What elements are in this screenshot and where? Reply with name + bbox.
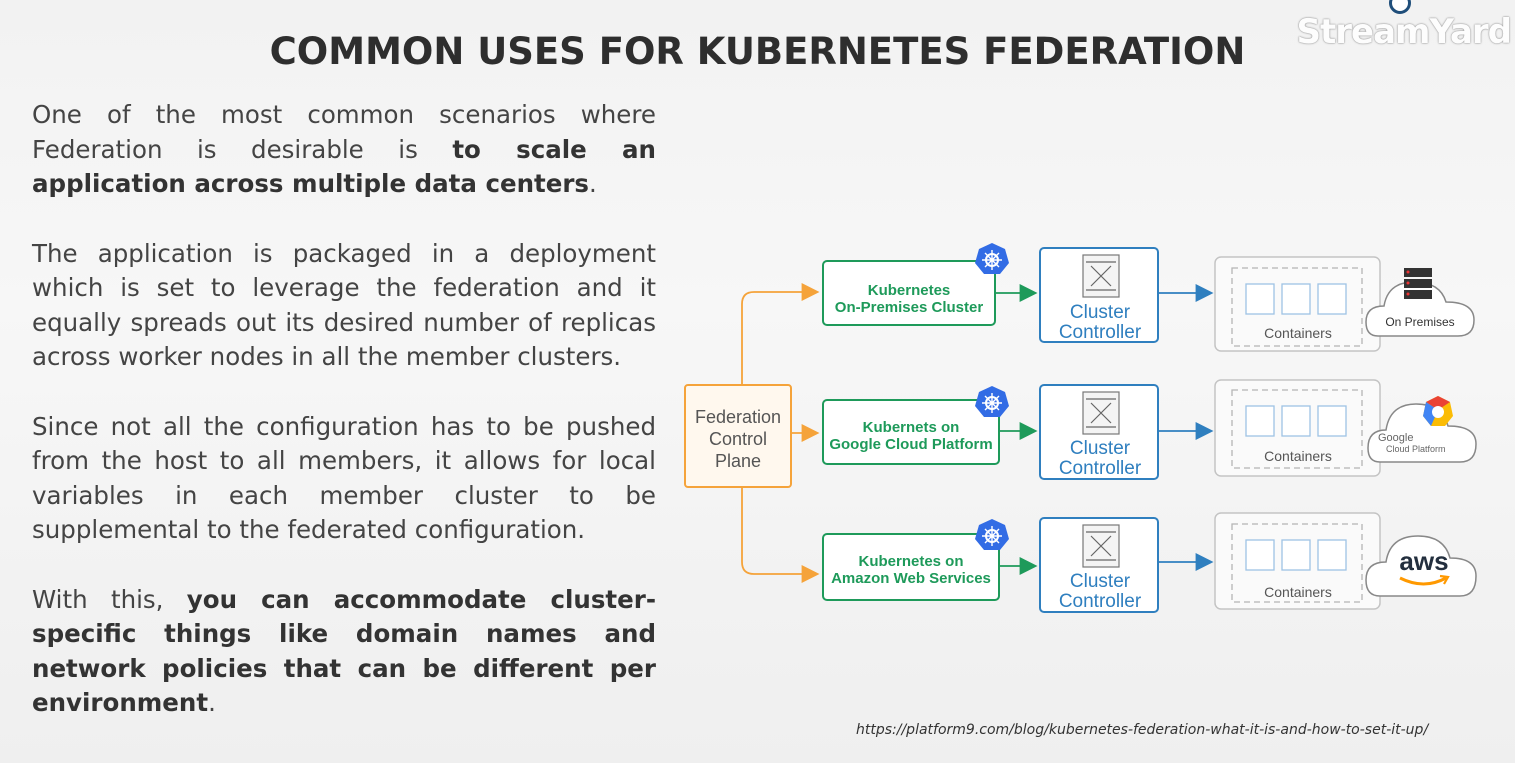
cluster-row-aws: Kubernetes on Amazon Web Services Cluste…	[822, 512, 1477, 613]
cluster-row-gcp: Kubernets on Google Cloud Platform Clust…	[822, 379, 1477, 480]
google-cloud-icon	[1423, 396, 1453, 426]
controller-label-2: Controller	[1059, 458, 1142, 479]
aws-icon: aws	[1399, 546, 1448, 576]
streamyard-logo-icon	[1389, 0, 1411, 14]
container-icon	[1245, 405, 1275, 437]
paragraph-4-emphasis: you can accommodate cluster-specific thi…	[32, 584, 656, 718]
paragraph-4-lead: With this,	[32, 584, 187, 614]
cluster-row-onprem: Kubernetes On-Premises Cluster Cluster C…	[822, 243, 1475, 352]
controller-server-icon	[1082, 391, 1120, 435]
provider-label-bottom: Cloud Platform	[1386, 444, 1446, 454]
streamyard-watermark: StreamYard	[1297, 12, 1512, 52]
server-icon	[1404, 268, 1432, 277]
kubernetes-icon	[975, 386, 1009, 417]
container-icon	[1317, 405, 1347, 437]
paragraph-4-end: .	[208, 688, 216, 717]
k8s-cluster-box	[822, 399, 1000, 465]
control-plane-label-2: Control	[709, 429, 767, 449]
containers-group	[1231, 523, 1363, 603]
google-cloud-cloud-icon: Google Cloud Platform	[1367, 396, 1477, 463]
k8s-cluster-label-2: Amazon Web Services	[831, 570, 991, 587]
provider-label: On Premises	[1385, 315, 1454, 329]
controller-label-2: Controller	[1059, 322, 1142, 343]
containers-group	[1231, 389, 1363, 469]
source-url: https://platform9.com/blog/kubernetes-fe…	[856, 722, 1429, 738]
body-text: One of the most common scenarios where F…	[32, 98, 656, 756]
kubernetes-icon	[975, 243, 1009, 274]
control-plane-label-1: Federation	[695, 407, 781, 427]
container-icon	[1245, 539, 1275, 571]
container-icon	[1281, 283, 1311, 315]
k8s-cluster-label-2: Google Cloud Platform	[829, 436, 992, 453]
controller-server-icon	[1082, 254, 1120, 298]
aws-smile-icon	[1399, 576, 1447, 586]
containers-group	[1231, 267, 1363, 347]
control-plane-label-3: Plane	[715, 451, 761, 471]
k8s-cluster-label-1: Kubernets on	[863, 419, 960, 436]
provider-label-top: Google	[1378, 432, 1413, 444]
paragraph-3: Since not all the configuration has to b…	[32, 411, 656, 545]
controller-label-1: Cluster	[1070, 438, 1131, 459]
arrow-plane-to-aws	[741, 487, 820, 583]
controller-label-2: Controller	[1059, 591, 1142, 612]
container-icon	[1281, 405, 1311, 437]
paragraph-4: With this, you can accommodate cluster-s…	[32, 583, 656, 721]
control-plane-box	[684, 384, 792, 488]
k8s-cluster-label-1: Kubernetes on	[858, 553, 963, 570]
controller-label-1: Cluster	[1070, 571, 1131, 592]
container-icon	[1317, 283, 1347, 315]
on-premises-cloud-icon: On Premises	[1365, 268, 1475, 337]
paragraph-2: The application is packaged in a deploym…	[32, 238, 656, 372]
k8s-cluster-box	[822, 533, 1000, 601]
paragraph-1-emphasis: to scale an application across multiple …	[32, 134, 657, 199]
controller-server-icon	[1082, 524, 1120, 568]
arrow-plane-to-onprem	[741, 283, 820, 385]
container-icon	[1245, 283, 1275, 315]
containers-label: Containers	[1264, 325, 1332, 341]
container-icon	[1281, 539, 1311, 571]
kubernetes-icon	[975, 519, 1009, 550]
containers-label: Containers	[1264, 584, 1332, 600]
paragraph-1-end: .	[589, 169, 597, 198]
containers-label: Containers	[1264, 448, 1332, 464]
k8s-cluster-label-2: On-Premises Cluster	[835, 299, 984, 316]
paragraph-1-lead: One of the most common scenarios where F…	[32, 100, 656, 164]
container-icon	[1317, 539, 1347, 571]
controller-label-1: Cluster	[1070, 302, 1131, 323]
aws-cloud-icon: aws	[1365, 535, 1477, 597]
k8s-cluster-label-1: Kubernetes	[868, 282, 951, 299]
watermark-text: StreamYard	[1296, 12, 1512, 52]
paragraph-1: One of the most common scenarios where F…	[32, 98, 656, 202]
slide-title: COMMON USES FOR KUBERNETES FEDERATION	[269, 30, 1246, 73]
